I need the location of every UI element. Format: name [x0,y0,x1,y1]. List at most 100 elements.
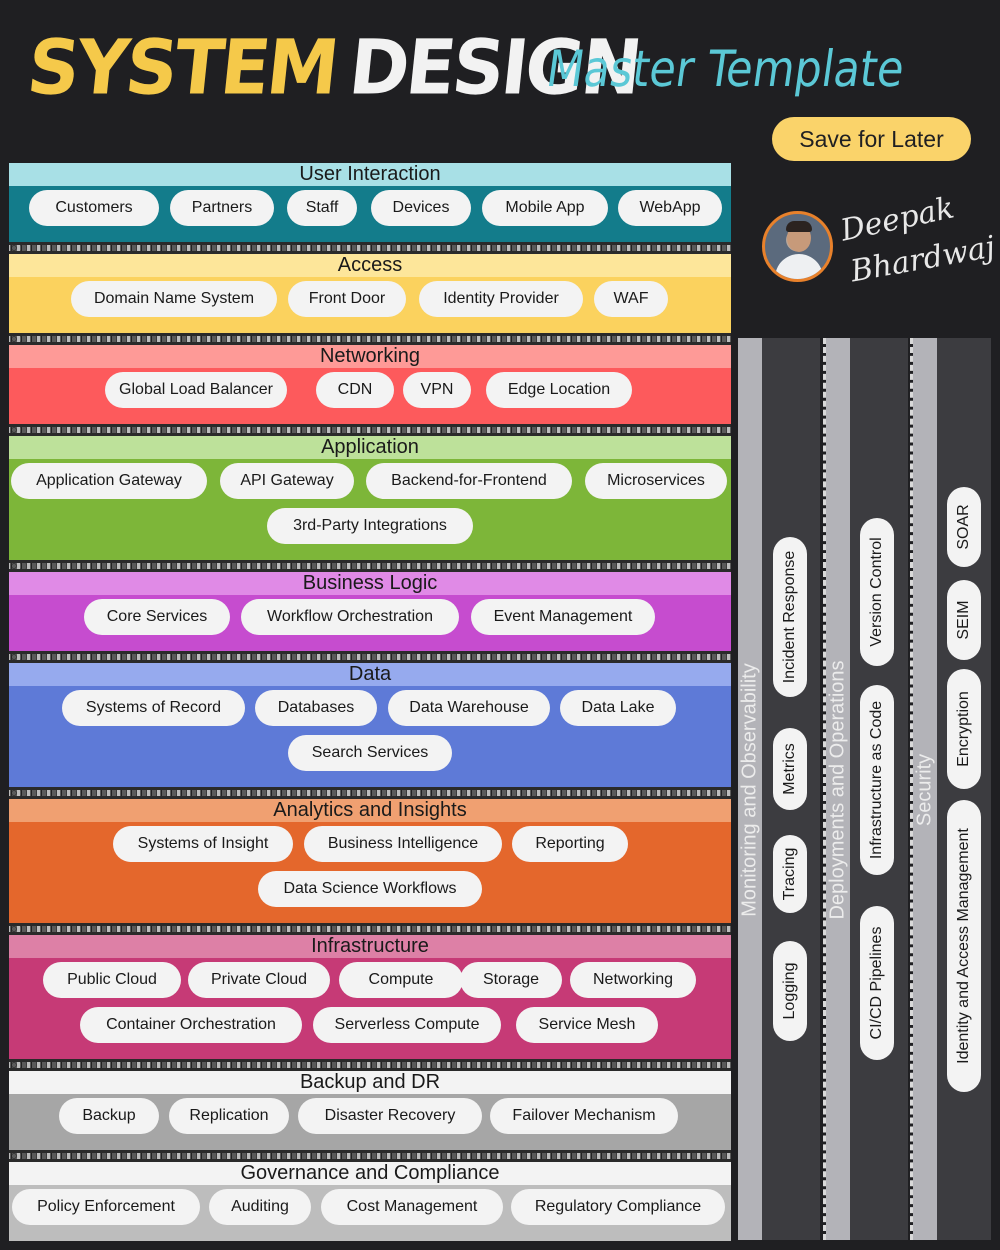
title-word-system: SYSTEM [23,22,341,112]
component-pill: 3rd-Party Integrations [267,508,473,544]
layer-title: Business Logic [9,572,731,595]
component-pill: Staff [287,190,357,226]
component-pill: Mobile App [482,190,608,226]
component-pill: Systems of Insight [113,826,293,862]
component-pill: Devices [371,190,471,226]
layer-title: User Interaction [9,163,731,186]
pillar-title-strip [913,338,937,1240]
component-pill: Microservices [585,463,727,499]
component-pill: Search Services [288,735,452,771]
pillar-item-pill: Incident Response [773,537,807,697]
pillar-item-pill: Logging [773,941,807,1041]
component-pill: Core Services [84,599,230,635]
layer-body: Core Services Workflow Orchestration Event… [9,595,731,651]
layer-title: Data [9,663,731,686]
component-pill: Auditing [209,1189,311,1225]
layer-title: Governance and Compliance [9,1162,731,1185]
component-pill: API Gateway [220,463,354,499]
component-pill: Container Orchestration [80,1007,302,1043]
component-pill: Front Door [288,281,406,317]
pillar-item-pill: Identity and Access Management [947,800,981,1092]
component-pill: Databases [255,690,377,726]
component-pill: Public Cloud [43,962,181,998]
component-pill: Domain Name System [71,281,277,317]
chain-divider [9,1150,731,1162]
chain-divider [9,424,731,436]
component-pill: Data Lake [560,690,676,726]
component-pill: Identity Provider [419,281,583,317]
component-pill: WebApp [618,190,722,226]
component-pill: Customers [29,190,159,226]
pillar-item-pill: CI/CD Pipelines [860,906,894,1060]
layer-title: Access [9,254,731,277]
chain-divider [9,923,731,935]
pillar-title-strip [826,338,850,1240]
component-pill: Regulatory Compliance [511,1189,725,1225]
component-pill: Policy Enforcement [12,1189,200,1225]
layer-title: Networking [9,345,731,368]
pillar-divider [823,338,826,1240]
component-pill: Partners [170,190,274,226]
component-pill: VPN [403,372,471,408]
component-pill: Disaster Recovery [298,1098,482,1134]
pillar-item-pill: SEIM [947,580,981,660]
pillar-item-pill: Version Control [860,518,894,666]
chain-divider [9,651,731,663]
component-pill: Service Mesh [516,1007,658,1043]
component-pill: Event Management [471,599,655,635]
component-pill: Data Science Workflows [258,871,482,907]
layer-title: Infrastructure [9,935,731,958]
pillar-item-pill: Infrastructure as Code [860,685,894,875]
component-pill: Compute [339,962,463,998]
component-pill: Systems of Record [62,690,245,726]
pillar-item-pill: Tracing [773,835,807,913]
component-pill: Data Warehouse [388,690,550,726]
component-pill: Edge Location [486,372,632,408]
chain-divider [9,787,731,799]
component-pill: Failover Mechanism [490,1098,678,1134]
layer-body: Customers Partners Staff Devices Mobile App W… [9,186,731,242]
component-pill: Backup [59,1098,159,1134]
pillar-item-pill: SOAR [947,487,981,567]
component-pill: Cost Management [321,1189,503,1225]
pillar-item-pill: Encryption [947,669,981,789]
component-pill: Global Load Balancer [105,372,287,408]
component-pill: Networking [570,962,696,998]
component-pill: Storage [460,962,562,998]
chain-divider [9,242,731,254]
component-pill: Business Intelligence [304,826,502,862]
component-pill: Workflow Orchestration [241,599,459,635]
chain-divider [9,560,731,572]
component-pill: WAF [594,281,668,317]
layer-title: Application [9,436,731,459]
save-for-later-button[interactable]: Save for Later [772,117,971,161]
component-pill: CDN [316,372,394,408]
author-signature: Deepak Bhardwaj [836,190,998,298]
component-pill: Backend-for-Frontend [366,463,572,499]
component-pill: Replication [169,1098,289,1134]
pillar-title-strip [738,338,762,1240]
layer-body: Domain Name System Front Door Identity Pro… [9,277,731,333]
chain-divider [9,1059,731,1071]
pillar-column [937,338,991,1240]
layer-title: Analytics and Insights [9,799,731,822]
page-subtitle: Master Template [543,40,908,98]
component-pill: Private Cloud [188,962,330,998]
pillar-item-pill: Metrics [773,728,807,810]
component-pill: Application Gateway [11,463,207,499]
avatar [762,211,833,282]
component-pill: Reporting [512,826,628,862]
component-pill: Serverless Compute [313,1007,501,1043]
pillar-divider [910,338,913,1240]
layer-title: Backup and DR [9,1071,731,1094]
chain-divider [9,333,731,345]
